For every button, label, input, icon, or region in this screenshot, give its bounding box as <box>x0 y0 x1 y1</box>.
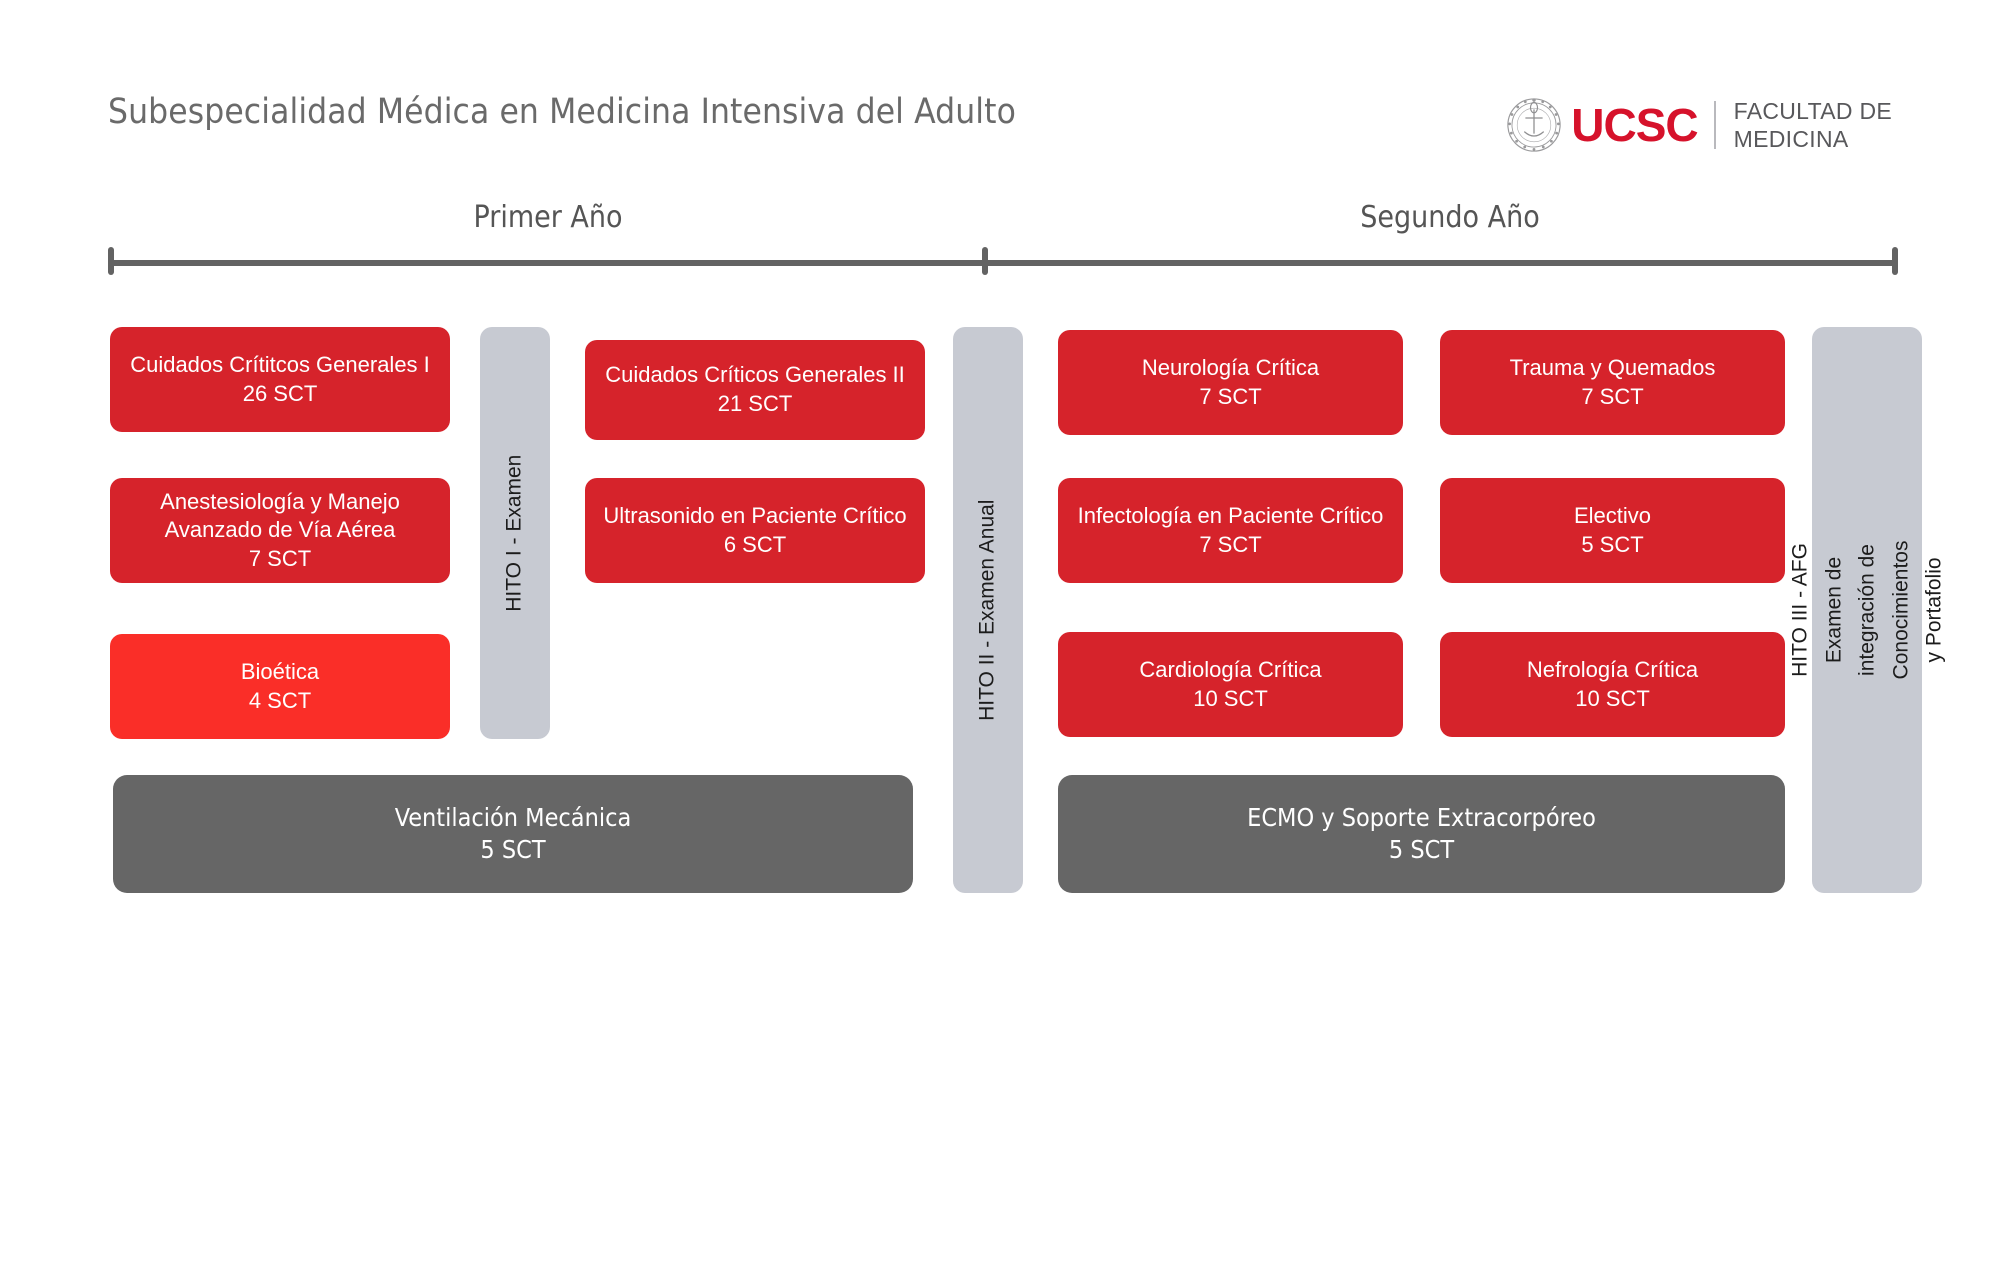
course-credits: 7 SCT <box>1581 383 1644 409</box>
course-credits: 5 SCT <box>480 835 546 864</box>
course-name: Trauma y Quemados <box>1509 354 1716 380</box>
milestone-line-1: HITO I - Examen <box>502 454 526 612</box>
milestone-hito-3[interactable]: HITO III - AFG Examen de integración de … <box>1788 327 1945 893</box>
course-card[interactable]: Cuidados Crítitcos Generales I 26 SCT <box>110 327 450 432</box>
course-name: Cuidados Críticos Generales II <box>605 362 905 388</box>
course-credits: 5 SCT <box>1388 835 1455 864</box>
course-credits: 21 SCT <box>717 391 793 416</box>
milestone-hito-1[interactable]: HITO I - Examen <box>480 327 550 739</box>
course-name: Cardiología Crítica <box>1139 656 1322 682</box>
course-card[interactable]: Cuidados Críticos Generales II 21 SCT <box>585 340 925 440</box>
course-credits: 7 SCT <box>1199 383 1262 409</box>
milestone-label: HITO II - Examen Anual <box>973 499 1003 720</box>
timeline-rail <box>108 260 1898 266</box>
university-seal-icon <box>1507 98 1561 152</box>
course-card[interactable]: Nefrología Crítica 10 SCT <box>1440 632 1785 737</box>
course-card[interactable]: Cardiología Crítica 10 SCT <box>1058 632 1403 737</box>
course-card[interactable]: Bioética 4 SCT <box>110 634 450 739</box>
course-card[interactable]: Ultrasonido en Paciente Crítico 6 SCT <box>585 478 925 583</box>
course-card[interactable]: Infectología en Paciente Crítico 7 SCT <box>1058 478 1403 583</box>
course-card[interactable]: Neurología Crítica 7 SCT <box>1058 330 1403 435</box>
course-credits: 10 SCT <box>1575 685 1650 711</box>
milestone-line-2: Examen de integración de Conocimientos y… <box>1821 540 1946 680</box>
course-credits: 6 SCT <box>723 531 787 557</box>
course-credits: 7 SCT <box>248 545 312 571</box>
course-name: Cuidados Crítitcos Generales I <box>130 351 430 377</box>
course-card[interactable]: Trauma y Quemados 7 SCT <box>1440 330 1785 435</box>
timeline-tick-middle <box>982 247 988 275</box>
course-credits: 5 SCT <box>1581 531 1644 557</box>
course-name: Ultrasonido en Paciente Crítico <box>603 502 907 528</box>
course-name: Anestesiología y Manejo Avanzado de Vía … <box>160 488 400 543</box>
course-card[interactable]: Ventilación Mecánica 5 SCT <box>113 775 913 893</box>
course-credits: 26 SCT <box>242 380 318 406</box>
milestone-label: HITO III - AFG Examen de integración de … <box>1783 541 1951 680</box>
course-name: Neurología Crítica <box>1141 354 1320 380</box>
course-name: Electivo <box>1573 502 1652 528</box>
course-card[interactable]: Electivo 5 SCT <box>1440 478 1785 583</box>
logo-faculty-name: FACULTAD DE MEDICINA <box>1734 97 1892 153</box>
milestone-label: HITO I - Examen <box>500 454 530 611</box>
course-name: Infectología en Paciente Crítico <box>1077 502 1384 528</box>
year-label-segundo-ano: Segundo Año <box>1360 200 1540 235</box>
page-title: Subespecialidad Médica en Medicina Inten… <box>108 92 1016 132</box>
logo-wordmark: UCSC <box>1571 99 1698 151</box>
course-name: ECMO y Soporte Extracorpóreo <box>1247 802 1596 832</box>
logo-faculty-line2: MEDICINA <box>1733 126 1849 152</box>
logo-divider <box>1713 101 1716 149</box>
milestone-hito-2[interactable]: HITO II - Examen Anual <box>953 327 1023 893</box>
course-name: Ventilación Mecánica <box>394 802 632 832</box>
timeline-tick-end <box>1892 247 1898 275</box>
course-name: Nefrología Crítica <box>1526 656 1699 682</box>
milestone-line-1: HITO II - Examen Anual <box>975 499 999 721</box>
course-credits: 10 SCT <box>1193 685 1268 711</box>
ucsc-logo: UCSC FACULTAD DE MEDICINA <box>1505 92 1892 158</box>
course-credits: 7 SCT <box>1199 531 1262 557</box>
timeline-axis <box>108 247 1898 275</box>
course-card[interactable]: ECMO y Soporte Extracorpóreo 5 SCT <box>1058 775 1785 893</box>
year-label-primer-ano: Primer Año <box>473 200 623 235</box>
course-card[interactable]: Anestesiología y Manejo Avanzado de Vía … <box>110 478 450 583</box>
timeline-tick-start <box>108 247 114 275</box>
milestone-line-1: HITO III - AFG <box>1788 543 1812 677</box>
course-credits: 4 SCT <box>248 687 312 713</box>
logo-faculty-line1: FACULTAD DE <box>1733 97 1892 124</box>
course-name: Bioética <box>240 658 320 684</box>
